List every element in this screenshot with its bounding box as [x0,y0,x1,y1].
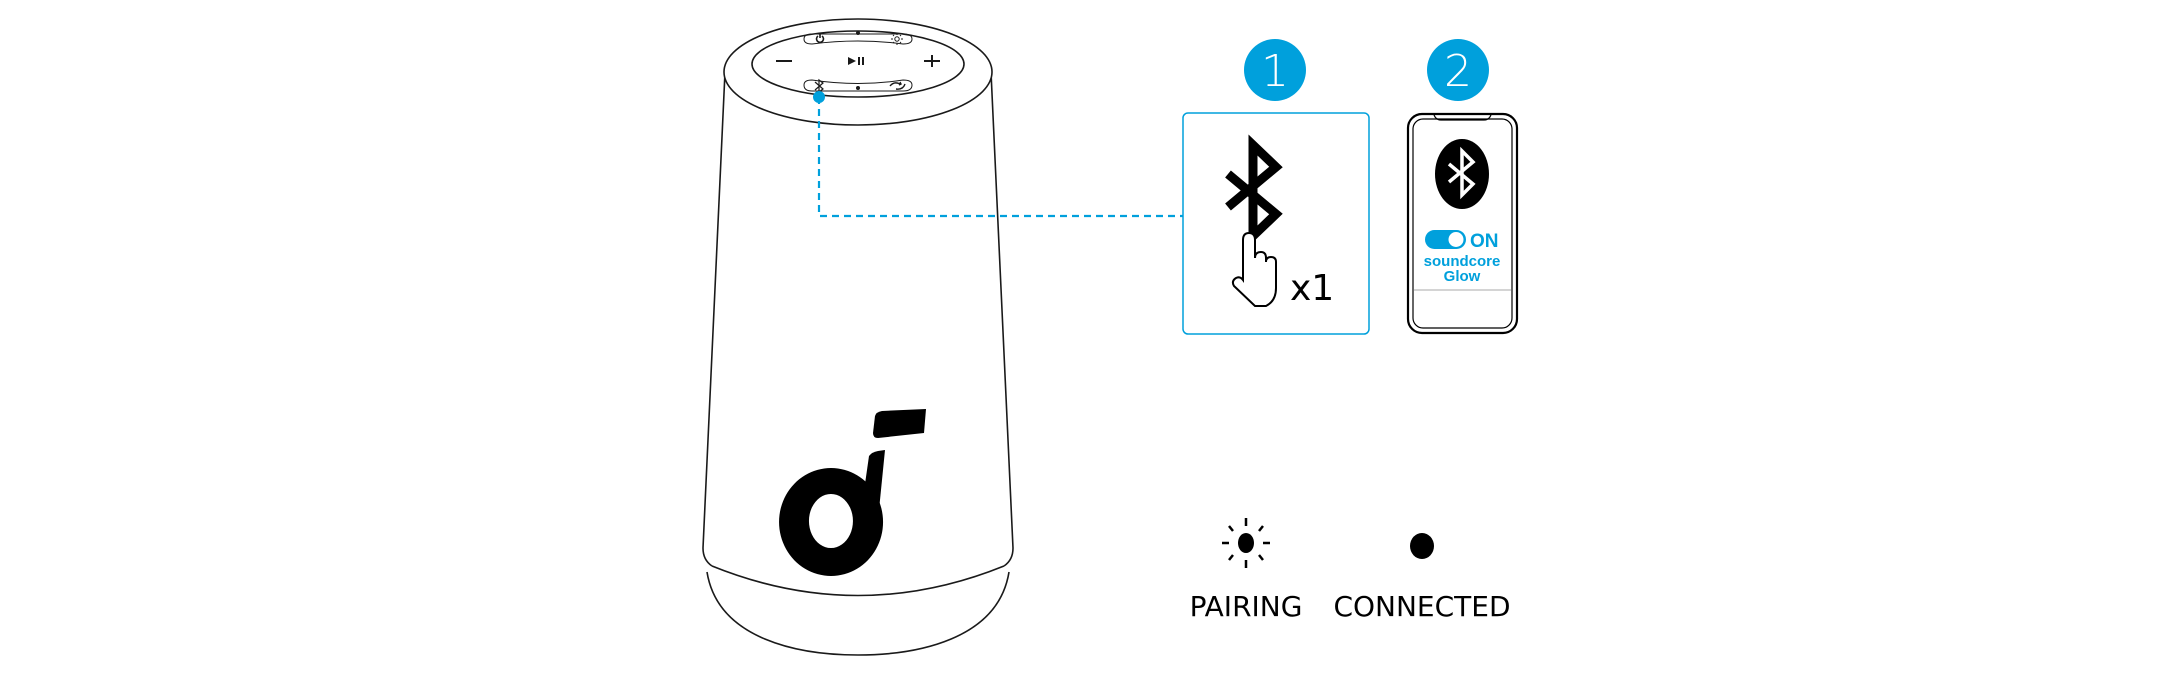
app-name-line2: Glow [1444,268,1481,285]
top-button-pill [803,33,913,45]
speaker-base [706,571,1010,656]
connector-line [817,97,1183,218]
connected-label: CONNECTED [1333,590,1510,623]
indicator-dot-bottom [855,86,860,91]
step-2-number: 2 [1444,46,1472,97]
bluetooth-symbol [1225,134,1283,247]
indicator-dot-top [855,30,860,35]
step-1-badge [1244,39,1306,101]
app-name-line1: soundcore [1424,253,1501,270]
hand-press-icon [1231,231,1277,307]
press-count: x1 [1290,268,1334,309]
speaker-body [702,71,1014,567]
partycast-icon[interactable] [889,81,906,90]
phone-notch [1433,114,1492,121]
step-1-number: 1 [1261,46,1289,97]
bluetooth-symbol-white [1447,146,1476,200]
legend: PAIRING CONNECTED [1190,518,1511,623]
phone-screen [1412,118,1513,329]
speaker-top-rim [723,18,993,126]
soundcore-logo [779,409,926,576]
bluetooth-button-marker [813,91,825,103]
step-2-badge [1427,39,1489,101]
light-icon[interactable] [891,33,903,45]
pairing-blink-icon [1222,518,1270,568]
step-1-panel [1182,112,1370,335]
speaker [702,18,1014,656]
play-pause-icon[interactable] [848,57,864,65]
step-2: 2 ON soundcore Glow [1406,39,1519,335]
power-icon[interactable] [815,34,825,44]
volume-up-icon[interactable] [924,55,940,67]
toggle-state-label: ON [1470,231,1499,252]
bluetooth-icon[interactable] [814,78,824,94]
bottom-button-pill [803,79,913,92]
pairing-label: PAIRING [1190,590,1303,623]
bluetooth-toggle[interactable] [1425,230,1466,249]
step-1: 1 x1 [1182,39,1370,335]
phone-frame [1406,112,1519,335]
speaker-band [711,565,1005,597]
connected-solid-icon [1410,533,1434,559]
